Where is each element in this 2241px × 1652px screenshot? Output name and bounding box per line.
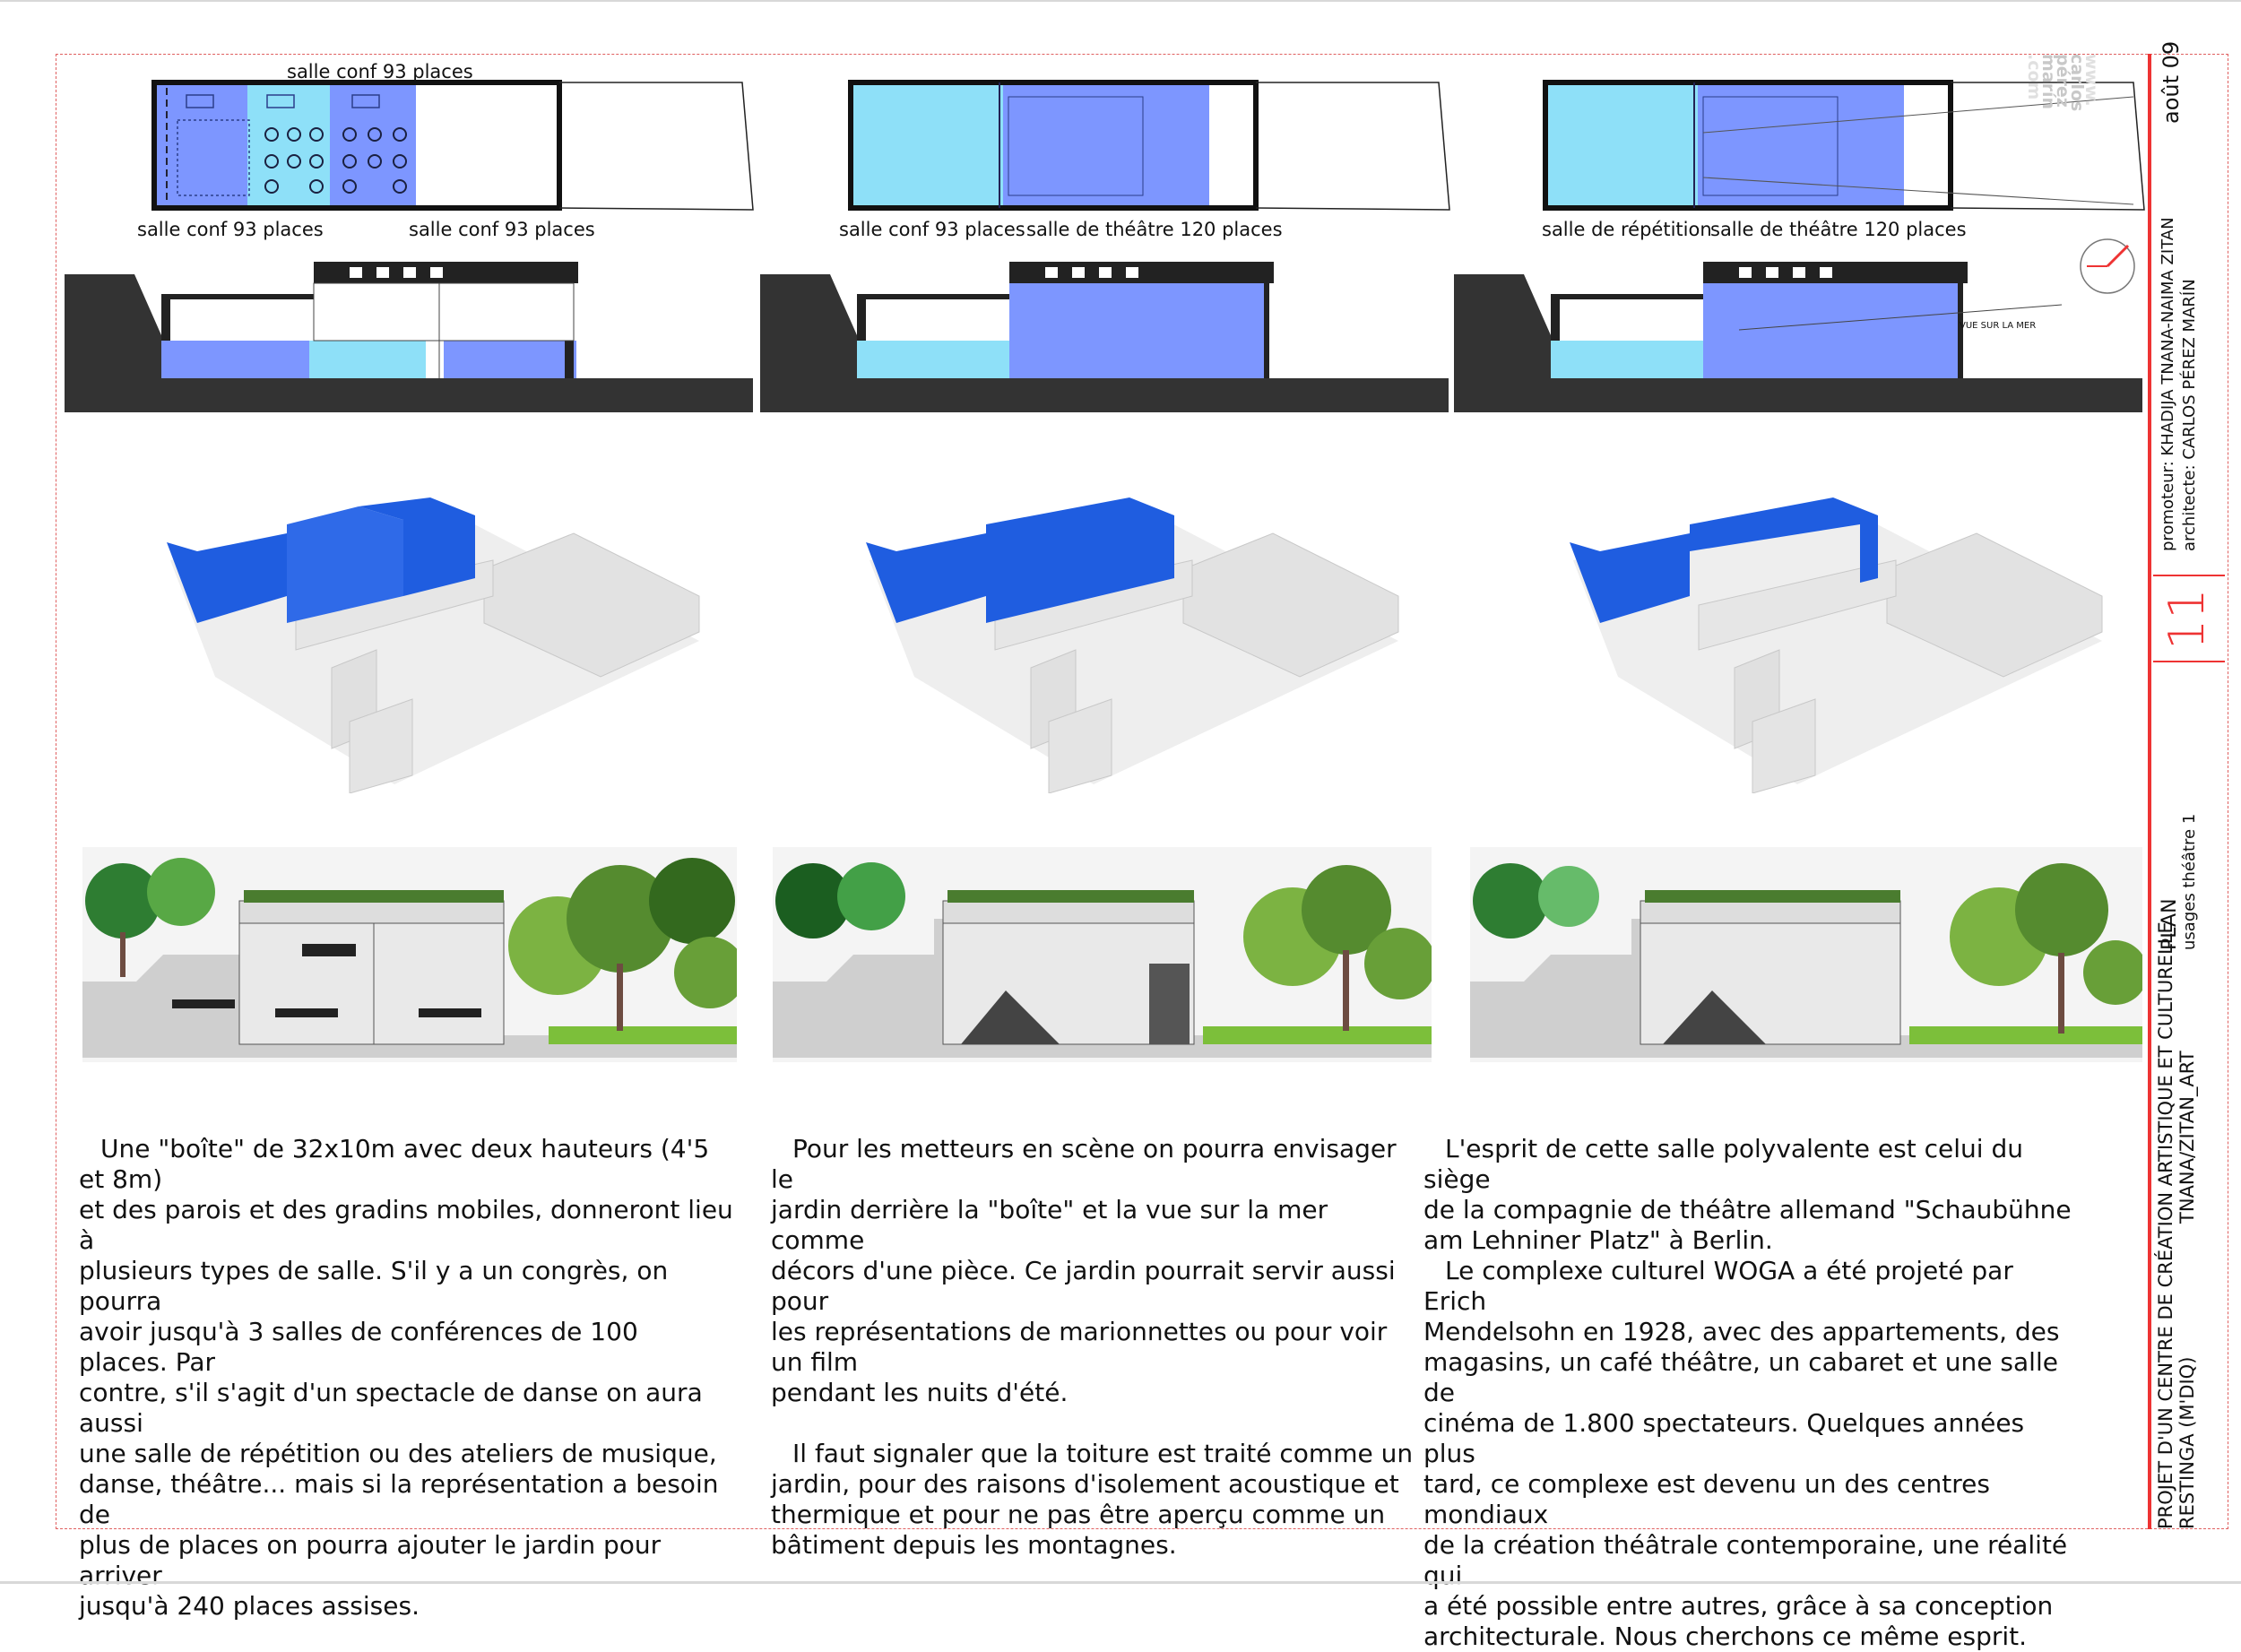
title-block-sheet-subtitle: usages théâtre 1 (2180, 813, 2199, 950)
title-block-promoteur: promoteur: KHADIJA TNANA-NAIMA ZITAN (2159, 217, 2177, 551)
plan-1-top-label: salle conf 93 places (287, 61, 473, 82)
plan-3-label-a: salle de répétition (1542, 219, 1712, 240)
plan-3 (1543, 80, 2145, 211)
sheet-number-box (2153, 575, 2225, 662)
text-column-3: L'esprit de cette salle polyvalente est … (1423, 1134, 2072, 1651)
plan-2-label-a: salle conf 93 places (839, 219, 1025, 240)
sheet-number: 11 (2159, 588, 2215, 650)
perspective-2 (773, 847, 1432, 1062)
plan-2-label-b: salle de théâtre 120 places (1026, 219, 1283, 240)
perspective-3 (1470, 847, 2142, 1062)
title-block-client: TNANA/ZITAN_ART (2176, 1051, 2198, 1224)
sheet-frame (56, 54, 2228, 1529)
architect-logo: www. carlos pérez marín .com (2024, 54, 2101, 112)
section-1 (65, 262, 753, 412)
section-3 (1454, 262, 2142, 412)
text-column-2: Pour les metteurs en scène on pourra env… (771, 1134, 1414, 1560)
massing-1 (167, 497, 700, 793)
section-2 (760, 262, 1449, 412)
plan-3-label-b: salle de théâtre 120 places (1710, 219, 1967, 240)
title-block-date: août 09 (2159, 40, 2184, 124)
plan-2 (848, 80, 1450, 211)
plan-1-label-a: salle conf 93 places (137, 219, 324, 240)
title-block-architecte: architecte: CARLOS PÉREZ MARÍN (2180, 279, 2199, 551)
plan-1-label-b: salle conf 93 places (409, 219, 595, 240)
massing-2 (866, 497, 1399, 793)
north-arrow-icon (2080, 238, 2135, 294)
perspective-1 (82, 847, 737, 1062)
text-column-1: Une "boîte" de 32x10m avec deux hauteurs… (79, 1134, 733, 1621)
plan-1 (151, 80, 754, 211)
massing-3 (1570, 497, 2103, 793)
title-block-red-bar (2148, 54, 2151, 1529)
title-block-project-line1: PROJET D'UN CENTRE DE CRÉATION ARTISTIQU… (2155, 921, 2176, 1529)
section-3-annotation: VUE SUR LA MER (1960, 321, 2037, 331)
title-block-project-line2: RESTINGA (M'DIQ) (2176, 1356, 2198, 1529)
